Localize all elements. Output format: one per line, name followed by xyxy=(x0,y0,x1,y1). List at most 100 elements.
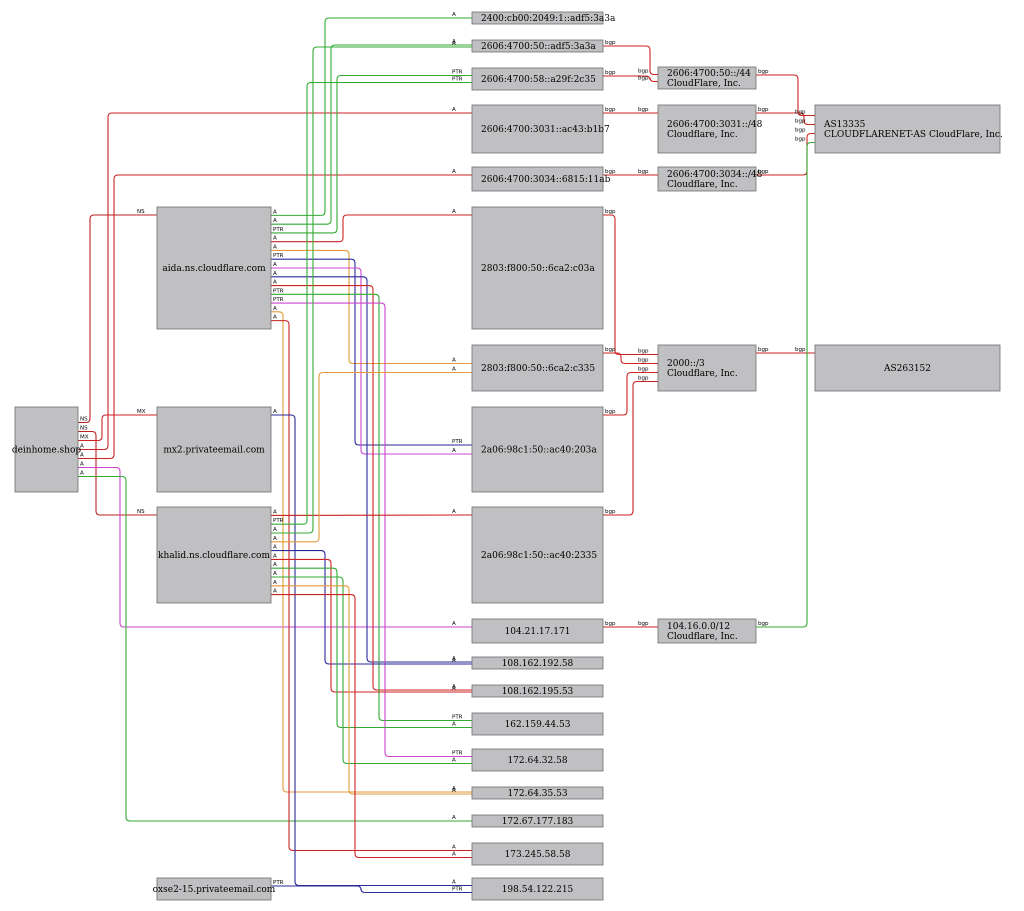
node-label: Cloudflare, Inc. xyxy=(667,180,738,190)
edge-label: A xyxy=(273,315,277,321)
node-box[interactable] xyxy=(156,506,272,604)
node-box[interactable] xyxy=(471,656,604,670)
node-box[interactable] xyxy=(471,39,604,53)
node-box[interactable] xyxy=(657,166,757,192)
node-ip4b[interactable]: 108.162.192.58 xyxy=(471,656,604,670)
node-khalid[interactable]: khalid.ns.cloudflare.com xyxy=(156,506,272,604)
node-box[interactable] xyxy=(471,506,604,604)
edge-label: PTR xyxy=(273,518,284,524)
edge-khalid-ip6g-a xyxy=(271,371,472,543)
node-mx2[interactable]: mx2.privateemail.com xyxy=(156,406,272,493)
edge-label: A xyxy=(452,786,456,792)
edge-khalid-ip4c-a xyxy=(271,558,472,693)
node-deinhome[interactable]: deinhome.shop xyxy=(12,406,82,493)
node-ip4f[interactable]: 172.64.35.53 xyxy=(471,786,604,800)
edge-label: A xyxy=(452,12,456,18)
edge-aida-ip4c-a xyxy=(271,284,472,691)
edge-label: NS xyxy=(80,417,88,423)
edge-label: A xyxy=(80,462,84,468)
node-ip6f[interactable]: 2803:f800:50::6ca2:c03a xyxy=(471,206,604,330)
node-box[interactable] xyxy=(657,104,757,154)
edge-label: PTR xyxy=(452,887,463,893)
edge-oxse-ip4i-ptr xyxy=(271,885,472,894)
node-box[interactable] xyxy=(471,344,604,392)
edge-label: A xyxy=(452,39,456,45)
node-box[interactable] xyxy=(471,11,604,25)
node-ip6c[interactable]: 2606:4700:58::a29f:2c35 xyxy=(471,67,604,91)
node-box[interactable] xyxy=(156,206,272,330)
edge-label: A xyxy=(452,209,456,215)
node-ip6g[interactable]: 2803:f800:50::6ca2:c335 xyxy=(471,344,604,392)
node-label: 172.64.35.53 xyxy=(507,789,567,799)
edge-ip6h-pfx2000-bgp xyxy=(603,371,658,416)
edge-label: A xyxy=(273,209,277,215)
edge-label: A xyxy=(452,448,456,454)
edge-pfx104-as13335-bgp xyxy=(756,141,815,628)
node-box[interactable] xyxy=(471,67,604,91)
node-box[interactable] xyxy=(471,206,604,330)
node-box[interactable] xyxy=(657,618,757,644)
node-box[interactable] xyxy=(814,344,1001,392)
edge-label: A xyxy=(452,788,456,794)
edge-mx2-ip4i-a xyxy=(271,414,472,887)
edge-label: A xyxy=(452,852,456,858)
node-box[interactable] xyxy=(156,877,272,901)
node-ip4g[interactable]: 172.67.177.183 xyxy=(471,814,604,828)
node-ip4d[interactable]: 162.159.44.53 xyxy=(471,712,604,736)
edge-ip6b-pfx44-bgp xyxy=(603,45,658,76)
node-ip4h[interactable]: 173.245.58.58 xyxy=(471,842,604,866)
node-as263152[interactable]: AS263152 xyxy=(814,344,1001,392)
node-box[interactable] xyxy=(657,66,757,90)
node-box[interactable] xyxy=(471,786,604,800)
node-box[interactable] xyxy=(471,104,604,154)
node-box[interactable] xyxy=(814,104,1001,154)
edge-label: A xyxy=(273,236,277,242)
node-ip4c[interactable]: 108.162.195.53 xyxy=(471,684,604,698)
node-box[interactable] xyxy=(657,344,757,392)
node-oxse[interactable]: oxse2-15.privateemail.com xyxy=(153,877,276,901)
node-label: 108.162.192.58 xyxy=(502,659,574,669)
edge-label: bgp xyxy=(605,70,616,76)
node-aida[interactable]: aida.ns.cloudflare.com xyxy=(156,206,272,330)
node-box[interactable] xyxy=(471,748,604,772)
edge-label: bgp xyxy=(605,621,616,627)
edge-deinhome-ip6d-a xyxy=(78,112,472,451)
edge-label: A xyxy=(273,589,277,595)
edge-label: bgp xyxy=(758,621,769,627)
node-box[interactable] xyxy=(471,842,604,866)
node-box[interactable] xyxy=(471,712,604,736)
edge-label: NS xyxy=(137,209,145,215)
edge-aida-ip6b-a xyxy=(271,44,472,225)
node-box[interactable] xyxy=(14,406,79,493)
edge-label: A xyxy=(273,271,277,277)
edge-label: PTR xyxy=(452,70,463,76)
node-ip6d[interactable]: 2606:4700:3031::ac43:b1b7 xyxy=(471,104,610,154)
node-ip6h[interactable]: 2a06:98c1:50::ac40:203a xyxy=(471,406,604,493)
node-ip4e[interactable]: 172.64.32.58 xyxy=(471,748,604,772)
node-box[interactable] xyxy=(471,684,604,698)
edge-label: A xyxy=(80,471,84,477)
node-box[interactable] xyxy=(471,618,604,644)
node-ip6b[interactable]: 2606:4700:50::adf5:3a3a xyxy=(471,39,604,53)
node-box[interactable] xyxy=(471,877,604,901)
node-ip4a[interactable]: 104.21.17.171 xyxy=(471,618,604,644)
node-label: deinhome.shop xyxy=(12,446,82,456)
node-ip6a[interactable]: 2400:cb00:2049:1::adf5:3a3a xyxy=(471,11,616,25)
node-box[interactable] xyxy=(471,406,604,493)
node-ip4i[interactable]: 198.54.122.215 xyxy=(471,877,604,901)
node-box[interactable] xyxy=(471,166,604,192)
node-ip6i[interactable]: 2a06:98c1:50::ac40:2335 xyxy=(471,506,604,604)
edge-label: A xyxy=(452,656,456,662)
edge-label: bgp xyxy=(605,209,616,215)
node-box[interactable] xyxy=(156,406,272,493)
node-box[interactable] xyxy=(471,814,604,828)
node-ip6e[interactable]: 2606:4700:3034::6815:11ab xyxy=(471,166,611,192)
edge-deinhome-ip6e-a xyxy=(78,174,472,460)
